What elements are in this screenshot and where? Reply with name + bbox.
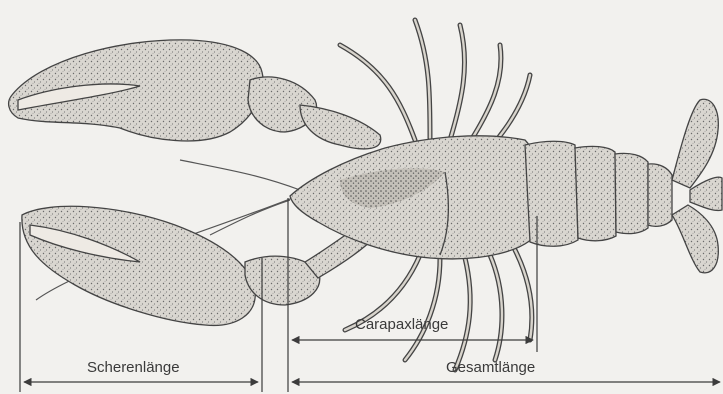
lower-claw <box>22 206 372 325</box>
abdomen <box>525 141 672 246</box>
carapace-length-label: Carapaxlänge <box>355 316 448 333</box>
carapace <box>290 136 542 259</box>
chela-length-label: Scherenlänge <box>87 359 180 376</box>
walking-legs-lower <box>345 250 532 370</box>
tail-fan <box>672 99 722 272</box>
total-length-label: Gesamtlänge <box>446 359 535 376</box>
upper-claw <box>9 40 381 149</box>
